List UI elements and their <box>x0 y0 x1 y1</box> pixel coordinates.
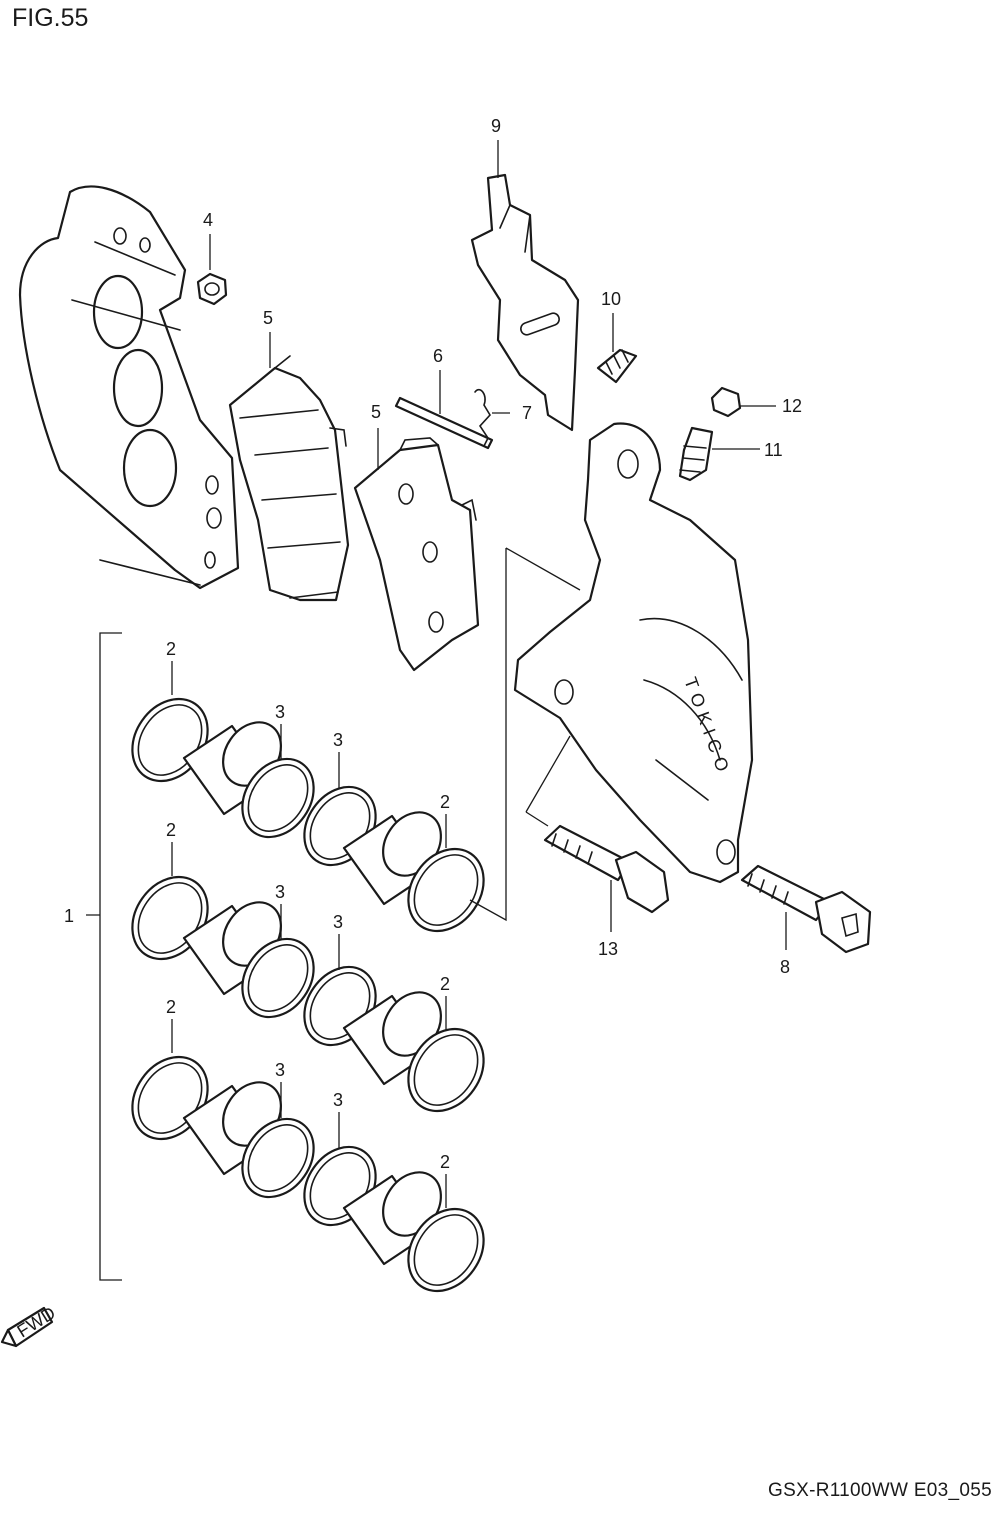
piston-seal-part-3 <box>241 937 315 1019</box>
screw-part-10 <box>596 348 638 384</box>
callout-2: 2 <box>440 792 450 812</box>
callout-13: 13 <box>598 939 618 959</box>
seal-set-4: 23 <box>303 730 485 933</box>
pad-pin-part-6 <box>394 396 494 450</box>
callout-2: 2 <box>166 820 176 840</box>
seal-set-1: 23 <box>131 639 315 839</box>
dust-seal-part-2 <box>407 847 485 933</box>
piston-seal-part-3 <box>241 1117 315 1199</box>
nut-part-4 <box>196 272 228 306</box>
caliper-outer-half: TOKICO <box>513 422 754 884</box>
seal-set-3: 23 <box>131 997 315 1199</box>
dust-seal-part-2 <box>407 1207 485 1293</box>
brake-pad-part-5-left <box>228 355 350 602</box>
seal-set-2: 23 <box>131 820 315 1019</box>
callout-3: 3 <box>275 882 285 902</box>
callout-4: 4 <box>203 210 213 230</box>
caliper-cover-bracket-part-9 <box>470 173 580 432</box>
callouts: 4 5 6 5 7 9 10 12 11 13 8 1 <box>64 116 802 977</box>
pad-spring-part-7 <box>474 388 491 447</box>
forward-label: FWD <box>14 1303 59 1342</box>
callout-9: 9 <box>491 116 501 136</box>
callout-5-top: 5 <box>263 308 273 328</box>
callout-10: 10 <box>601 289 621 309</box>
callout-11: 11 <box>764 440 783 460</box>
callout-5-mid: 5 <box>371 402 381 422</box>
callout-3: 3 <box>333 912 343 932</box>
callout-3: 3 <box>275 1060 285 1080</box>
brake-pad-part-5-right <box>353 437 480 672</box>
seal-set-5: 23 <box>303 912 485 1113</box>
callout-3: 3 <box>333 1090 343 1110</box>
piston-seal-part-3 <box>241 757 315 839</box>
assembly-guide-line <box>469 547 581 922</box>
bleeder-cap-part-12 <box>710 386 742 418</box>
callout-2: 2 <box>166 639 176 659</box>
callout-3: 3 <box>275 702 285 722</box>
caliper-bolt-part-8 <box>740 864 872 954</box>
mounting-bolt-part-13 <box>543 824 670 914</box>
kit-bracket-part-1 <box>86 632 122 1281</box>
callout-2: 2 <box>440 974 450 994</box>
callout-1: 1 <box>64 906 74 926</box>
dust-seal-part-2 <box>407 1027 485 1113</box>
forward-direction-arrow-icon: FWD <box>0 1303 59 1348</box>
callout-8: 8 <box>780 957 790 977</box>
callout-12: 12 <box>782 396 802 416</box>
callout-2: 2 <box>440 1152 450 1172</box>
seal-set-6: 23 <box>303 1090 485 1293</box>
figure-title: FIG.55 <box>12 4 89 32</box>
callout-7: 7 <box>522 403 532 423</box>
caliper-inner-half <box>18 185 240 590</box>
drawing-code: GSX-R1100WW E03_055 <box>768 1480 992 1501</box>
callout-6: 6 <box>433 346 443 366</box>
callout-2: 2 <box>166 997 176 1017</box>
bleeder-valve-part-11 <box>678 426 714 482</box>
callout-3: 3 <box>333 730 343 750</box>
